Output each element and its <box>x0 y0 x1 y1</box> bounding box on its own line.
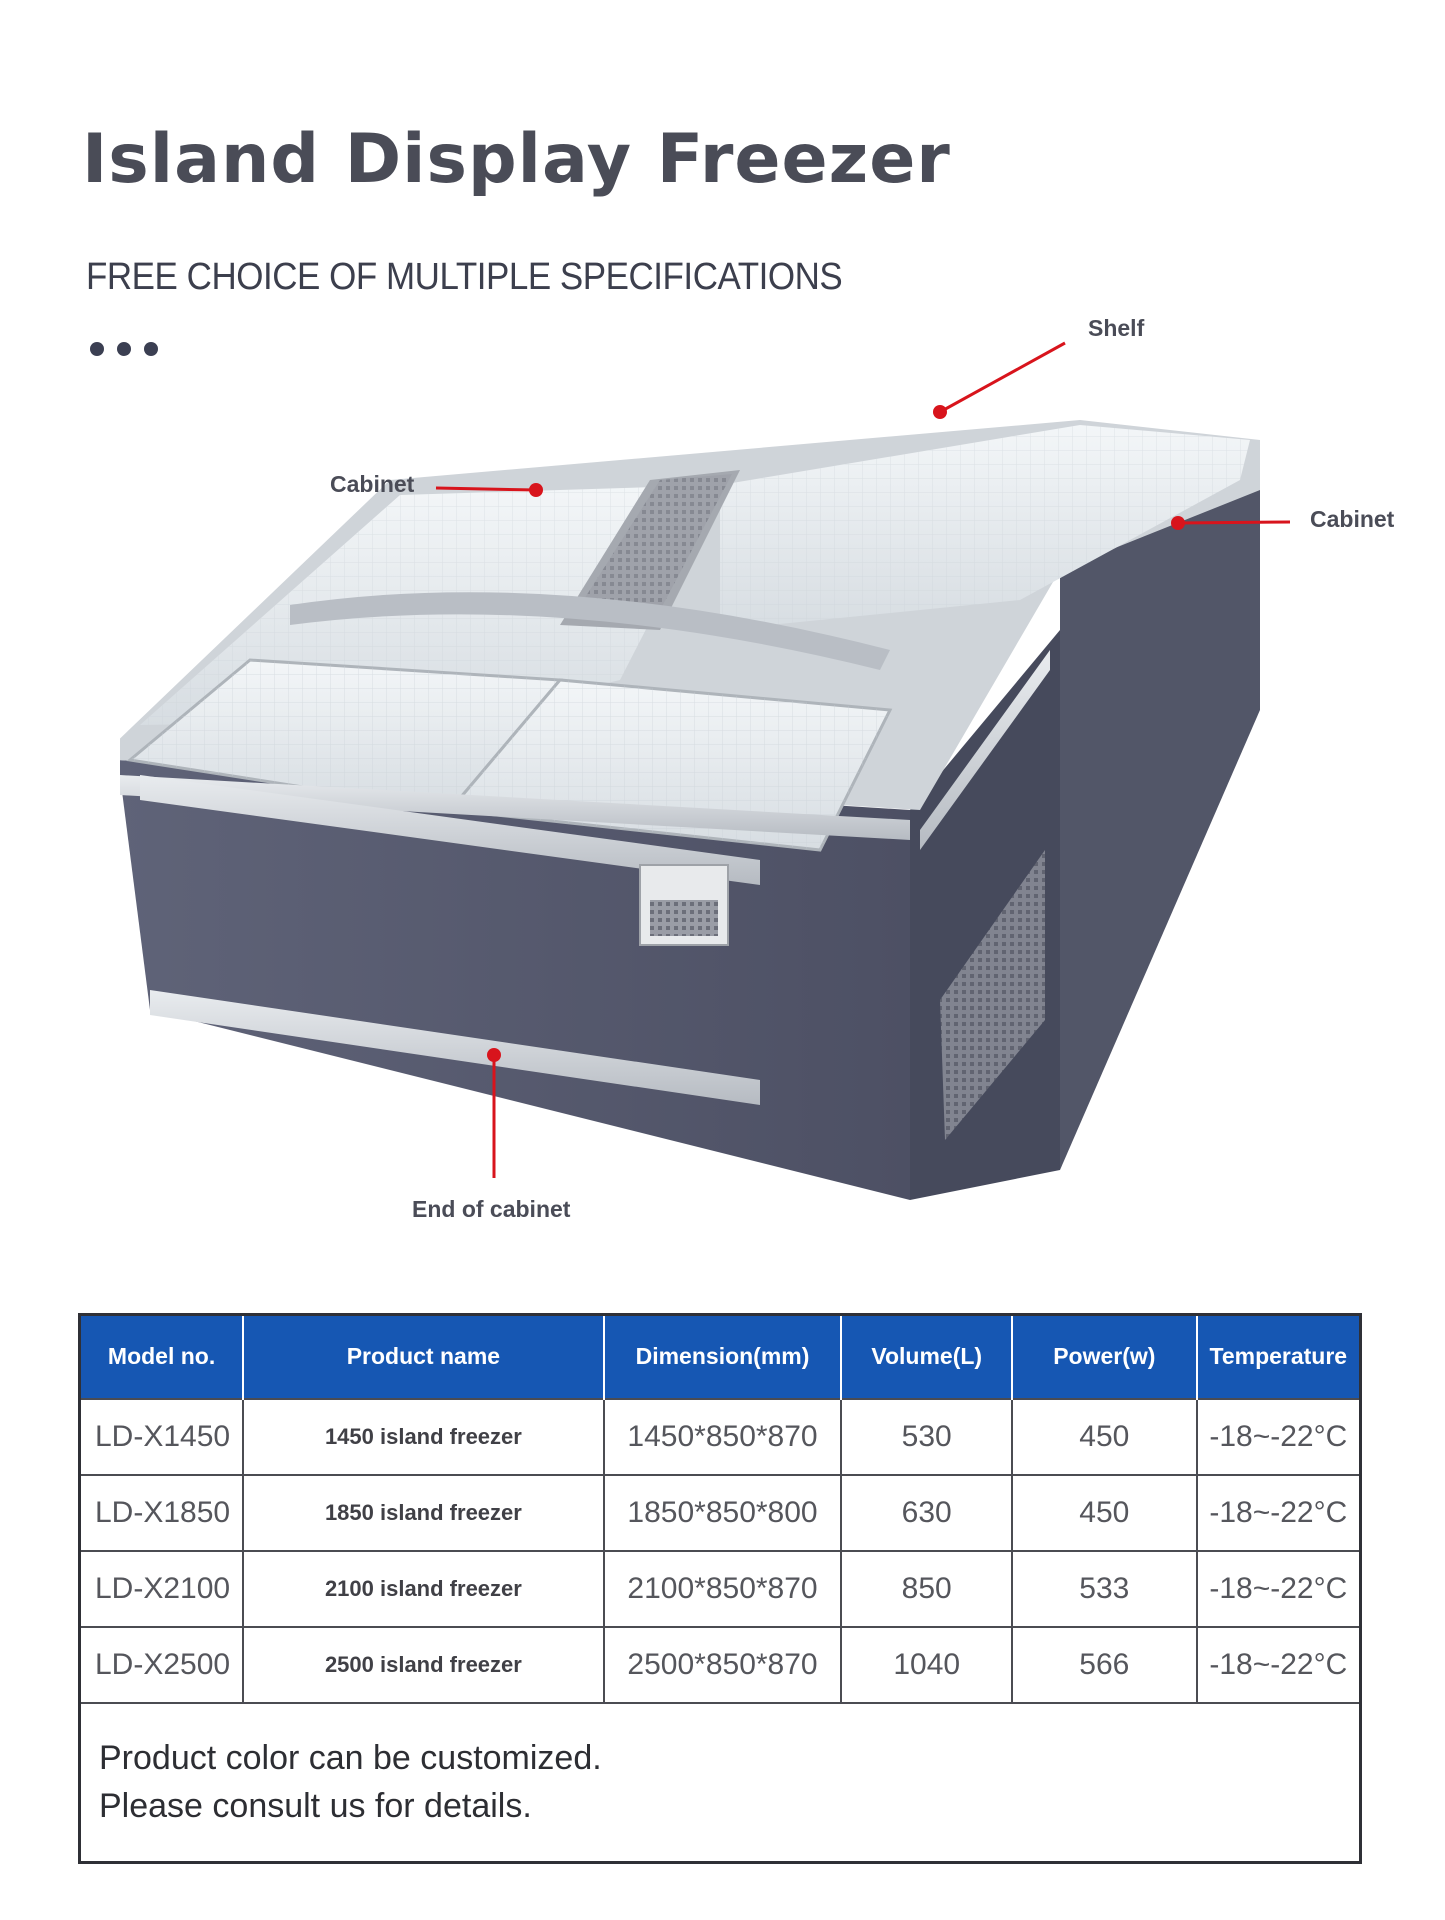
header-model-no: Model no. <box>79 1314 245 1399</box>
cell-dimension: 2100*850*870 <box>602 1549 843 1628</box>
cell-product-name: 2500 island freezer <box>242 1625 605 1704</box>
cell-temperature: -18~-22°C <box>1195 1397 1362 1476</box>
page-subtitle: FREE CHOICE OF MULTIPLE SPECIFICATIONS <box>86 256 843 298</box>
header-product-name: Product name <box>243 1314 605 1399</box>
table-note-row: Product color can be customized. Please … <box>78 1701 1362 1864</box>
cell-temperature: -18~-22°C <box>1195 1625 1362 1704</box>
header-power: Power(w) <box>1012 1314 1198 1399</box>
cell-dimension: 1850*850*800 <box>602 1473 843 1552</box>
header-volume: Volume(L) <box>841 1314 1014 1399</box>
cell-power: 450 <box>1011 1473 1198 1552</box>
table-row: LD-X1850 1850 island freezer 1850*850*80… <box>78 1473 1362 1552</box>
freezer-illustration <box>120 420 1260 1200</box>
cell-volume: 630 <box>840 1473 1014 1552</box>
callout-shelf: Shelf <box>1088 315 1145 341</box>
decorative-dots <box>90 342 158 356</box>
callout-end-of-cabinet: End of cabinet <box>412 1196 571 1222</box>
table-note: Product color can be customized. Please … <box>78 1701 1362 1864</box>
cell-temperature: -18~-22°C <box>1195 1549 1362 1628</box>
cell-power: 533 <box>1011 1549 1198 1628</box>
page-title: Island Display Freezer <box>82 120 951 199</box>
cell-power: 566 <box>1011 1625 1198 1704</box>
note-line-2: Please consult us for details. <box>99 1787 532 1826</box>
cell-volume: 1040 <box>840 1625 1014 1704</box>
table-row: LD-X2500 2500 island freezer 2500*850*87… <box>78 1625 1362 1704</box>
cell-model: LD-X1850 <box>78 1473 245 1552</box>
cell-power: 450 <box>1011 1397 1198 1476</box>
table-row: LD-X2100 2100 island freezer 2100*850*87… <box>78 1549 1362 1628</box>
cell-product-name: 2100 island freezer <box>242 1549 605 1628</box>
callout-lines <box>435 341 1291 1178</box>
specification-table: Model no. Product name Dimension(mm) Vol… <box>78 1313 1362 1864</box>
cell-dimension: 1450*850*870 <box>602 1397 843 1476</box>
callout-cabinet-right: Cabinet <box>1310 506 1395 532</box>
cell-volume: 530 <box>840 1397 1014 1476</box>
cell-volume: 850 <box>840 1549 1014 1628</box>
callout-cabinet-left: Cabinet <box>330 471 415 497</box>
cell-model: LD-X2500 <box>78 1625 245 1704</box>
note-line-1: Product color can be customized. <box>99 1739 602 1778</box>
header-dimension: Dimension(mm) <box>603 1314 843 1399</box>
cell-product-name: 1850 island freezer <box>242 1473 605 1552</box>
header-temperature: Temperature <box>1196 1314 1361 1399</box>
cell-product-name: 1450 island freezer <box>242 1397 605 1476</box>
cell-model: LD-X1450 <box>78 1397 245 1476</box>
table-row: LD-X1450 1450 island freezer 1450*850*87… <box>78 1397 1362 1476</box>
cell-dimension: 2500*850*870 <box>602 1625 843 1704</box>
cell-temperature: -18~-22°C <box>1195 1473 1362 1552</box>
table-header-row: Model no. Product name Dimension(mm) Vol… <box>79 1314 1361 1399</box>
cell-model: LD-X2100 <box>78 1549 245 1628</box>
